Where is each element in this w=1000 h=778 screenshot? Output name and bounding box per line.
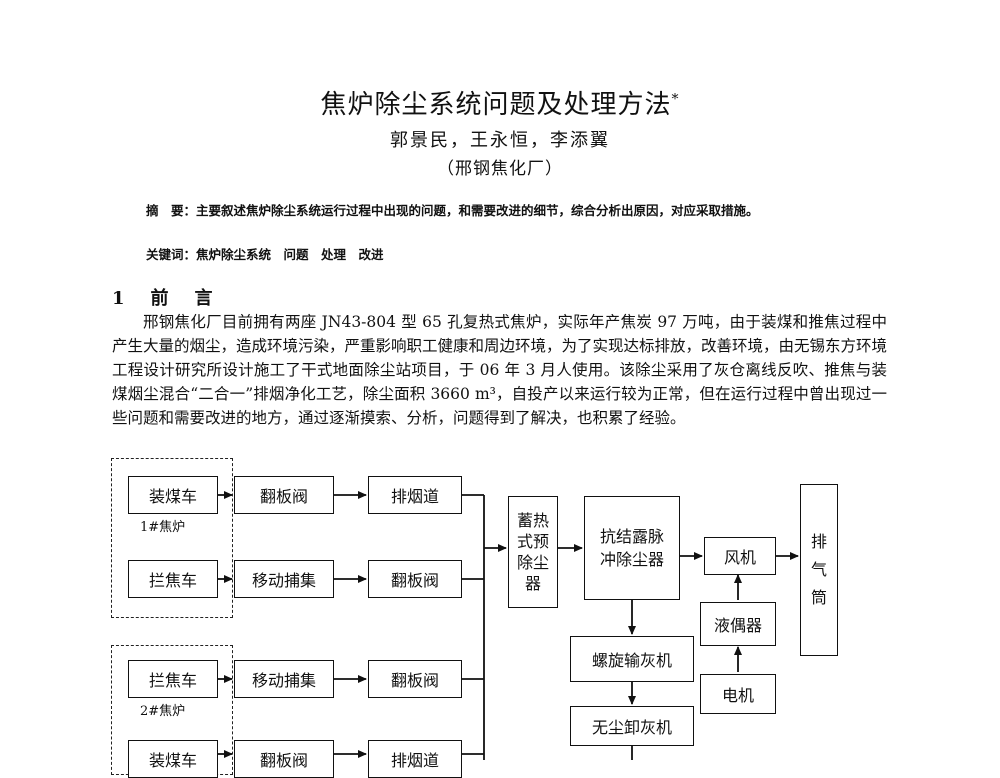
g1-exhaust-duct: 排烟道 xyxy=(368,476,462,514)
screw-conveyor: 螺旋输灰机 xyxy=(570,636,694,682)
keywords: 关键词：焦炉除尘系统 问题 处理 改进 xyxy=(146,244,866,263)
g2-mobile-hood: 移动捕集 xyxy=(234,660,334,698)
keywords-text: 焦炉除尘系统 问题 处理 改进 xyxy=(196,247,384,262)
fan: 风机 xyxy=(704,537,776,575)
affiliation: （邢钢焦化厂） xyxy=(437,159,563,179)
pulse-dust-collector: 抗结露脉冲除尘器 xyxy=(584,496,680,600)
authors: 郭景民，王永恒，李添翼 xyxy=(390,130,610,151)
g1-flap-valve: 翻板阀 xyxy=(234,476,334,514)
g2-guide-car: 拦焦车 xyxy=(128,660,218,698)
intro-paragraph: 邢钢焦化厂目前拥有两座 JN43-804 型 65 孔复热式焦炉，实际年产焦炭 … xyxy=(112,313,888,427)
g2-coal-car: 装煤车 xyxy=(128,740,218,778)
group2-label: 2#焦炉 xyxy=(140,704,186,719)
g1-coal-car: 装煤车 xyxy=(128,476,218,514)
keywords-label: 关键词： xyxy=(146,247,197,262)
g1-guide-car: 拦焦车 xyxy=(128,560,218,598)
g1-flap-valve-2: 翻板阀 xyxy=(368,560,462,598)
paper-title: 焦炉除尘系统问题及处理方法* xyxy=(320,90,680,120)
g1-mobile-hood: 移动捕集 xyxy=(234,560,334,598)
abstract: 摘 要：主要叙述焦炉除尘系统运行过程中出现的问题，和需要改进的细节，综合分析出原… xyxy=(146,200,866,222)
dustless-unloader: 无尘卸灰机 xyxy=(570,706,694,746)
exhaust-stack: 排气筒 xyxy=(800,484,838,656)
group1-label: 1#焦炉 xyxy=(140,520,186,535)
g2-flap-valve: 翻板阀 xyxy=(368,660,462,698)
g2-flap-valve-2: 翻板阀 xyxy=(234,740,334,778)
section-heading: 1 前 言 xyxy=(112,288,217,309)
motor: 电机 xyxy=(700,674,776,714)
furnace-group-1 xyxy=(111,458,233,618)
abstract-text: 主要叙述焦炉除尘系统运行过程中出现的问题，和需要改进的细节，综合分析出原因，对应… xyxy=(196,203,759,218)
abstract-label: 摘 要： xyxy=(146,203,197,218)
regenerative-preduster: 蓄热式预除尘器 xyxy=(508,496,558,608)
hydraulic-coupler: 液偶器 xyxy=(700,602,776,646)
g2-exhaust-duct: 排烟道 xyxy=(368,740,462,778)
